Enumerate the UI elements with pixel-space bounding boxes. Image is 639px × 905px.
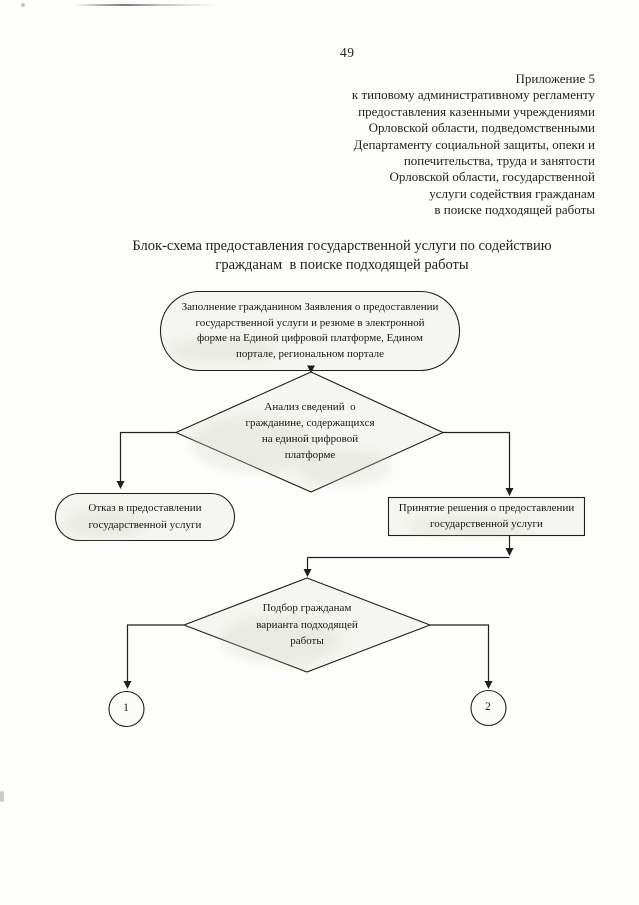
connector-decision1-to-accept: [443, 431, 511, 489]
arrow-to-decision2: [303, 569, 312, 577]
node-offpage1-label: 1: [123, 702, 129, 714]
connector-decision2-to-offpage1: [126, 624, 184, 682]
arrow-to-offpage2: [484, 681, 493, 689]
connector-decision1-to-reject: [119, 431, 176, 482]
node-reject-label: Отказ в предоставлении государственной у…: [88, 502, 202, 531]
arrow-to-reject: [116, 481, 125, 489]
appendix-header: Приложение 5 к типовому административном…: [351, 71, 595, 218]
node-accept-label: Принятие решения о предоставлении госуда…: [398, 502, 575, 530]
arrow-to-accept: [505, 488, 514, 496]
node-decision2-label: Подбор гражданам варианта подходящей раб…: [256, 602, 358, 647]
arrow-accept-down: [505, 548, 514, 556]
scan-texture: [63, 338, 532, 664]
connector-decision2-to-offpage2: [430, 624, 490, 682]
page-number: 49: [340, 45, 355, 60]
arrow-start-to-decision1: [307, 365, 315, 373]
node-offpage1-circle: [108, 690, 145, 728]
node-decision1-label: Анализ сведений о гражданине, содержащих…: [245, 401, 375, 461]
node-start-label: Заполнение гражданином Заявления о предо…: [181, 301, 439, 360]
document-title: Блок-схема предоставления государственно…: [132, 238, 552, 273]
arrow-to-offpage1: [123, 681, 132, 689]
node-offpage2-label: 2: [485, 701, 491, 713]
node-offpage2-circle: [470, 689, 507, 727]
